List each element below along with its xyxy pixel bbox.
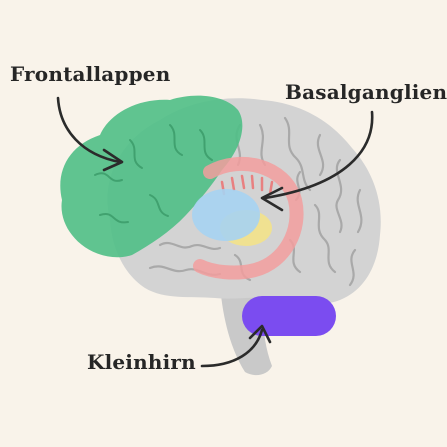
basal-ganglia-striations: [220, 174, 274, 196]
arrow-frontal-head: [102, 148, 124, 172]
cerebellum-label: Kleinhirn: [87, 350, 196, 374]
arrows: [56, 96, 374, 368]
frontal-lobe-folds: [94, 124, 213, 224]
basal-ganglia: [192, 157, 304, 280]
cerebellum: [242, 296, 336, 336]
arrow-cerebellum: [200, 328, 264, 368]
basal-ganglia-label: Basalganglien: [285, 80, 447, 104]
frontal-lobe: [60, 95, 243, 258]
arrow-basal: [263, 110, 374, 200]
arrow-cerebellum-head: [248, 324, 272, 344]
frontal-lobe-label: Frontallappen: [10, 62, 171, 86]
arrow-basal-head: [260, 186, 284, 212]
basal-ganglia-arc: [193, 157, 304, 280]
arrow-frontal: [56, 96, 122, 164]
basal-ganglia-blue: [192, 189, 260, 241]
